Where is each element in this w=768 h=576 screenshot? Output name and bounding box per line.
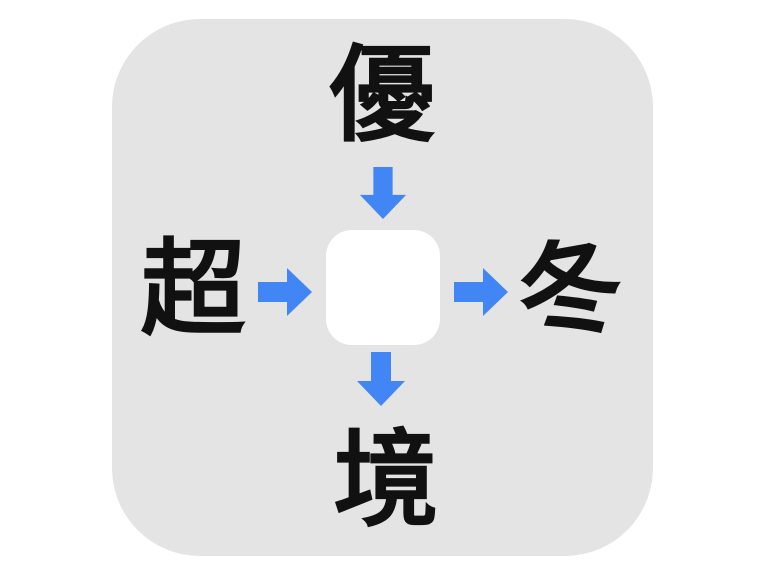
kanji-bottom: 境 xyxy=(333,422,439,540)
arrow-down-icon xyxy=(359,167,407,219)
arrow-right-icon xyxy=(454,268,508,316)
kanji-right: 冬 xyxy=(508,224,632,358)
arrow-right-icon xyxy=(258,268,312,316)
arrow-down-icon xyxy=(357,352,405,406)
answer-box xyxy=(326,230,440,345)
kanji-top: 優 xyxy=(329,37,435,155)
kanji-left: 超 xyxy=(140,231,246,349)
